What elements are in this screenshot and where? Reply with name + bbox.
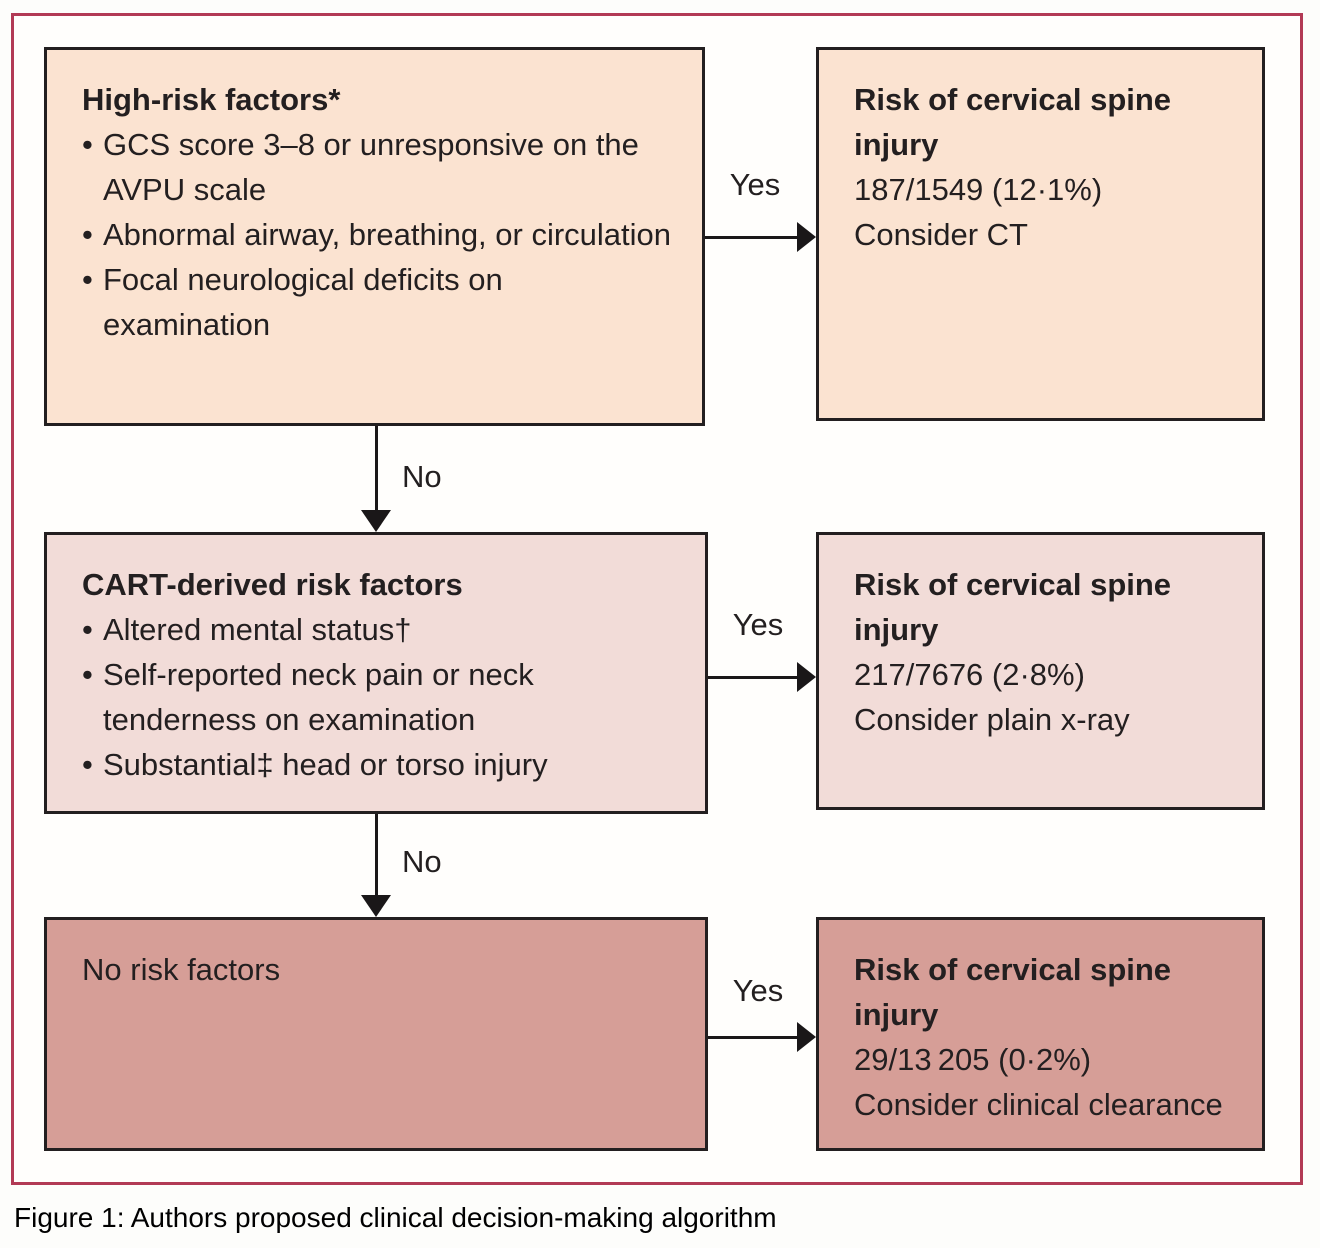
- arrow-line: [374, 426, 378, 510]
- arrow-head-icon: [797, 1022, 816, 1052]
- risk-outcome-title: Risk of cervical spine injury: [854, 567, 1172, 647]
- yes-label-top: Yes: [729, 167, 781, 202]
- no-label-top: No: [402, 459, 442, 494]
- bullet-icon: •: [82, 261, 93, 297]
- bullet-icon: •: [82, 656, 93, 692]
- high-risk-factors-title: High-risk factors*: [82, 82, 341, 117]
- arrow-line: [708, 675, 797, 679]
- no-arrow-bottom: [361, 814, 391, 917]
- risk-outcome-stat: 29/13 205 (0·2%): [854, 1041, 1092, 1077]
- list-item: • Substantial‡ head or torso injury: [82, 743, 679, 788]
- no-risk-factors-box: No risk factors: [44, 917, 708, 1151]
- risk-outcome-box-cart: Risk of cervical spine injury 217/7676 (…: [816, 532, 1265, 810]
- arrow-line: [374, 814, 378, 895]
- bullet-icon: •: [82, 126, 93, 162]
- risk-outcome-action: Consider clinical clearance: [854, 1086, 1223, 1122]
- risk-outcome-title: Risk of cervical spine injury: [854, 82, 1172, 162]
- list-item: • Altered mental status†: [82, 608, 679, 653]
- risk-outcome-box-high: Risk of cervical spine injury 187/1549 (…: [816, 47, 1265, 421]
- high-risk-factors-box: High-risk factors* • GCS score 3–8 or un…: [44, 47, 705, 426]
- cart-risk-factors-box: CART-derived risk factors • Altered ment…: [44, 532, 708, 814]
- list-item-text: GCS score 3–8 or unresponsive on the AVP…: [103, 126, 639, 207]
- bullet-icon: •: [82, 611, 93, 647]
- risk-outcome-stat: 187/1549 (12·1%): [854, 171, 1103, 207]
- list-item: • Self-reported neck pain or neck tender…: [82, 653, 679, 743]
- arrow-head-icon: [361, 895, 391, 917]
- list-item-text: Altered mental status†: [103, 611, 412, 647]
- no-label-bottom: No: [402, 844, 442, 879]
- figure-caption: Figure 1: Authors proposed clinical deci…: [14, 1202, 777, 1233]
- yes-arrow-bottom: [708, 1022, 816, 1052]
- arrow-line: [708, 1035, 797, 1039]
- arrow-head-icon: [797, 222, 816, 252]
- arrow-line: [705, 235, 797, 239]
- yes-arrow-middle: [708, 662, 816, 692]
- cart-risk-factors-list: • Altered mental status† • Self-reported…: [82, 608, 679, 788]
- no-arrow-top: [361, 426, 391, 532]
- yes-label-middle: Yes: [732, 607, 784, 642]
- risk-outcome-action: Consider plain x-ray: [854, 701, 1130, 737]
- risk-outcome-stat: 217/7676 (2·8%): [854, 656, 1085, 692]
- list-item: • GCS score 3–8 or unresponsive on the A…: [82, 123, 676, 213]
- cart-risk-factors-title: CART-derived risk factors: [82, 567, 463, 602]
- list-item: • Abnormal airway, breathing, or circula…: [82, 213, 676, 258]
- list-item-text: Substantial‡ head or torso injury: [103, 746, 548, 782]
- yes-arrow-top: [705, 222, 816, 252]
- arrow-head-icon: [361, 510, 391, 532]
- risk-outcome-action: Consider CT: [854, 216, 1028, 252]
- risk-outcome-title: Risk of cervical spine injury: [854, 952, 1172, 1032]
- list-item-text: Self-reported neck pain or neck tenderne…: [103, 656, 534, 737]
- list-item: • Focal neurological deficits on examina…: [82, 258, 676, 348]
- high-risk-factors-list: • GCS score 3–8 or unresponsive on the A…: [82, 123, 676, 348]
- bullet-icon: •: [82, 746, 93, 782]
- bullet-icon: •: [82, 216, 93, 252]
- list-item-text: Focal neurological deficits on examinati…: [103, 261, 503, 342]
- risk-outcome-box-none: Risk of cervical spine injury 29/13 205 …: [816, 917, 1265, 1151]
- list-item-text: Abnormal airway, breathing, or circulati…: [103, 216, 672, 252]
- no-risk-factors-title: No risk factors: [82, 952, 281, 987]
- arrow-head-icon: [797, 662, 816, 692]
- yes-label-bottom: Yes: [732, 973, 784, 1008]
